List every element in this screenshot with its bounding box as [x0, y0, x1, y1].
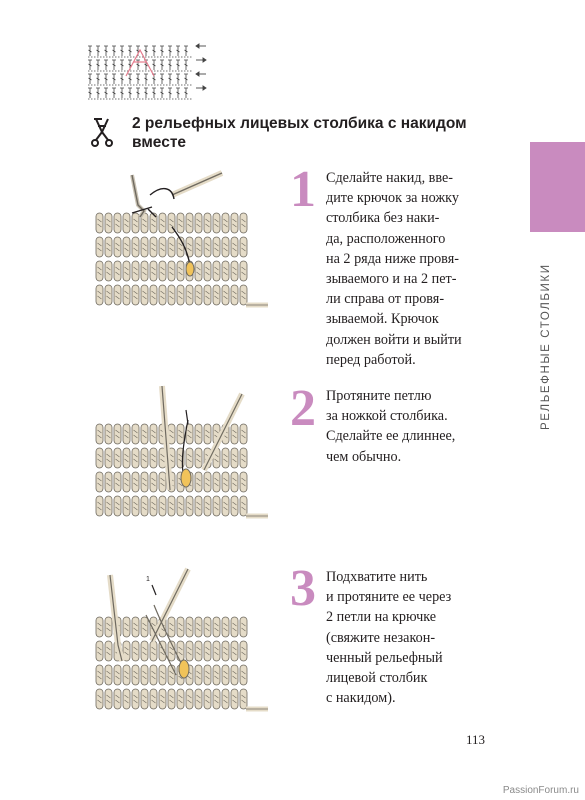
text-line: с накидом). [326, 690, 396, 707]
text-line: да, расположенного [326, 230, 446, 247]
step-3-illustration: 1 [95, 567, 268, 712]
chapter-tab [530, 142, 585, 232]
text-line: Протяните петлю [326, 388, 432, 404]
text-line: Подхватите нить [326, 569, 428, 585]
text-line: столбика без наки- [326, 210, 440, 227]
text-line: 2 петли на крючке [326, 609, 437, 626]
step-3-arrow-label: 1 [146, 576, 150, 583]
step-3-number: 3 [290, 560, 316, 617]
text-line: Сделайте ее длиннее, [326, 428, 456, 445]
step-2-number: 2 [290, 380, 316, 437]
text-line: дите крючок за ножку [326, 190, 459, 207]
stitch-chart [88, 43, 207, 100]
text-line: лицевой столбик [326, 670, 428, 687]
text-line: должен войти и выйти [326, 331, 462, 348]
step-1-number: 1 [290, 161, 316, 218]
text-line: зываемой. Крючок [326, 311, 439, 328]
step-2-illustration [95, 385, 268, 519]
watermark: PassionForum.ru [502, 785, 579, 796]
text-line: чем обычно. [326, 448, 402, 465]
text-line: ченный рельефный [326, 649, 443, 666]
text-line: ли справа от провя- [326, 291, 445, 308]
step-1-text: Сделайте накид, вве-дите крючок за ножку… [326, 168, 494, 370]
crochet-symbol-icon [91, 118, 113, 147]
step-3-text: Подхватите нить и протяните ее через 2 пет… [326, 567, 494, 708]
text-line: перед работой. [326, 351, 416, 368]
text-line: и протяните ее через [326, 589, 452, 606]
page-title: 2 рельефных лицевых столбика с накидом в… [132, 115, 467, 151]
step-1-illustration [95, 170, 268, 308]
step-2-text: Протяните петлю за ножкой столбика. Сделай… [326, 386, 494, 467]
text-line: (свяжите незакон- [326, 629, 436, 646]
text-line: Сделайте накид, вве- [326, 170, 454, 186]
text-line: на 2 ряда ниже провя- [326, 250, 459, 267]
page-number: 113 [466, 732, 486, 747]
chapter-label: РЕЛЬЕФНЫЕ СТОЛБИКИ [540, 263, 552, 430]
text-line: зываемого и на 2 пет- [326, 271, 457, 288]
text-line: за ножкой столбика. [326, 408, 448, 425]
